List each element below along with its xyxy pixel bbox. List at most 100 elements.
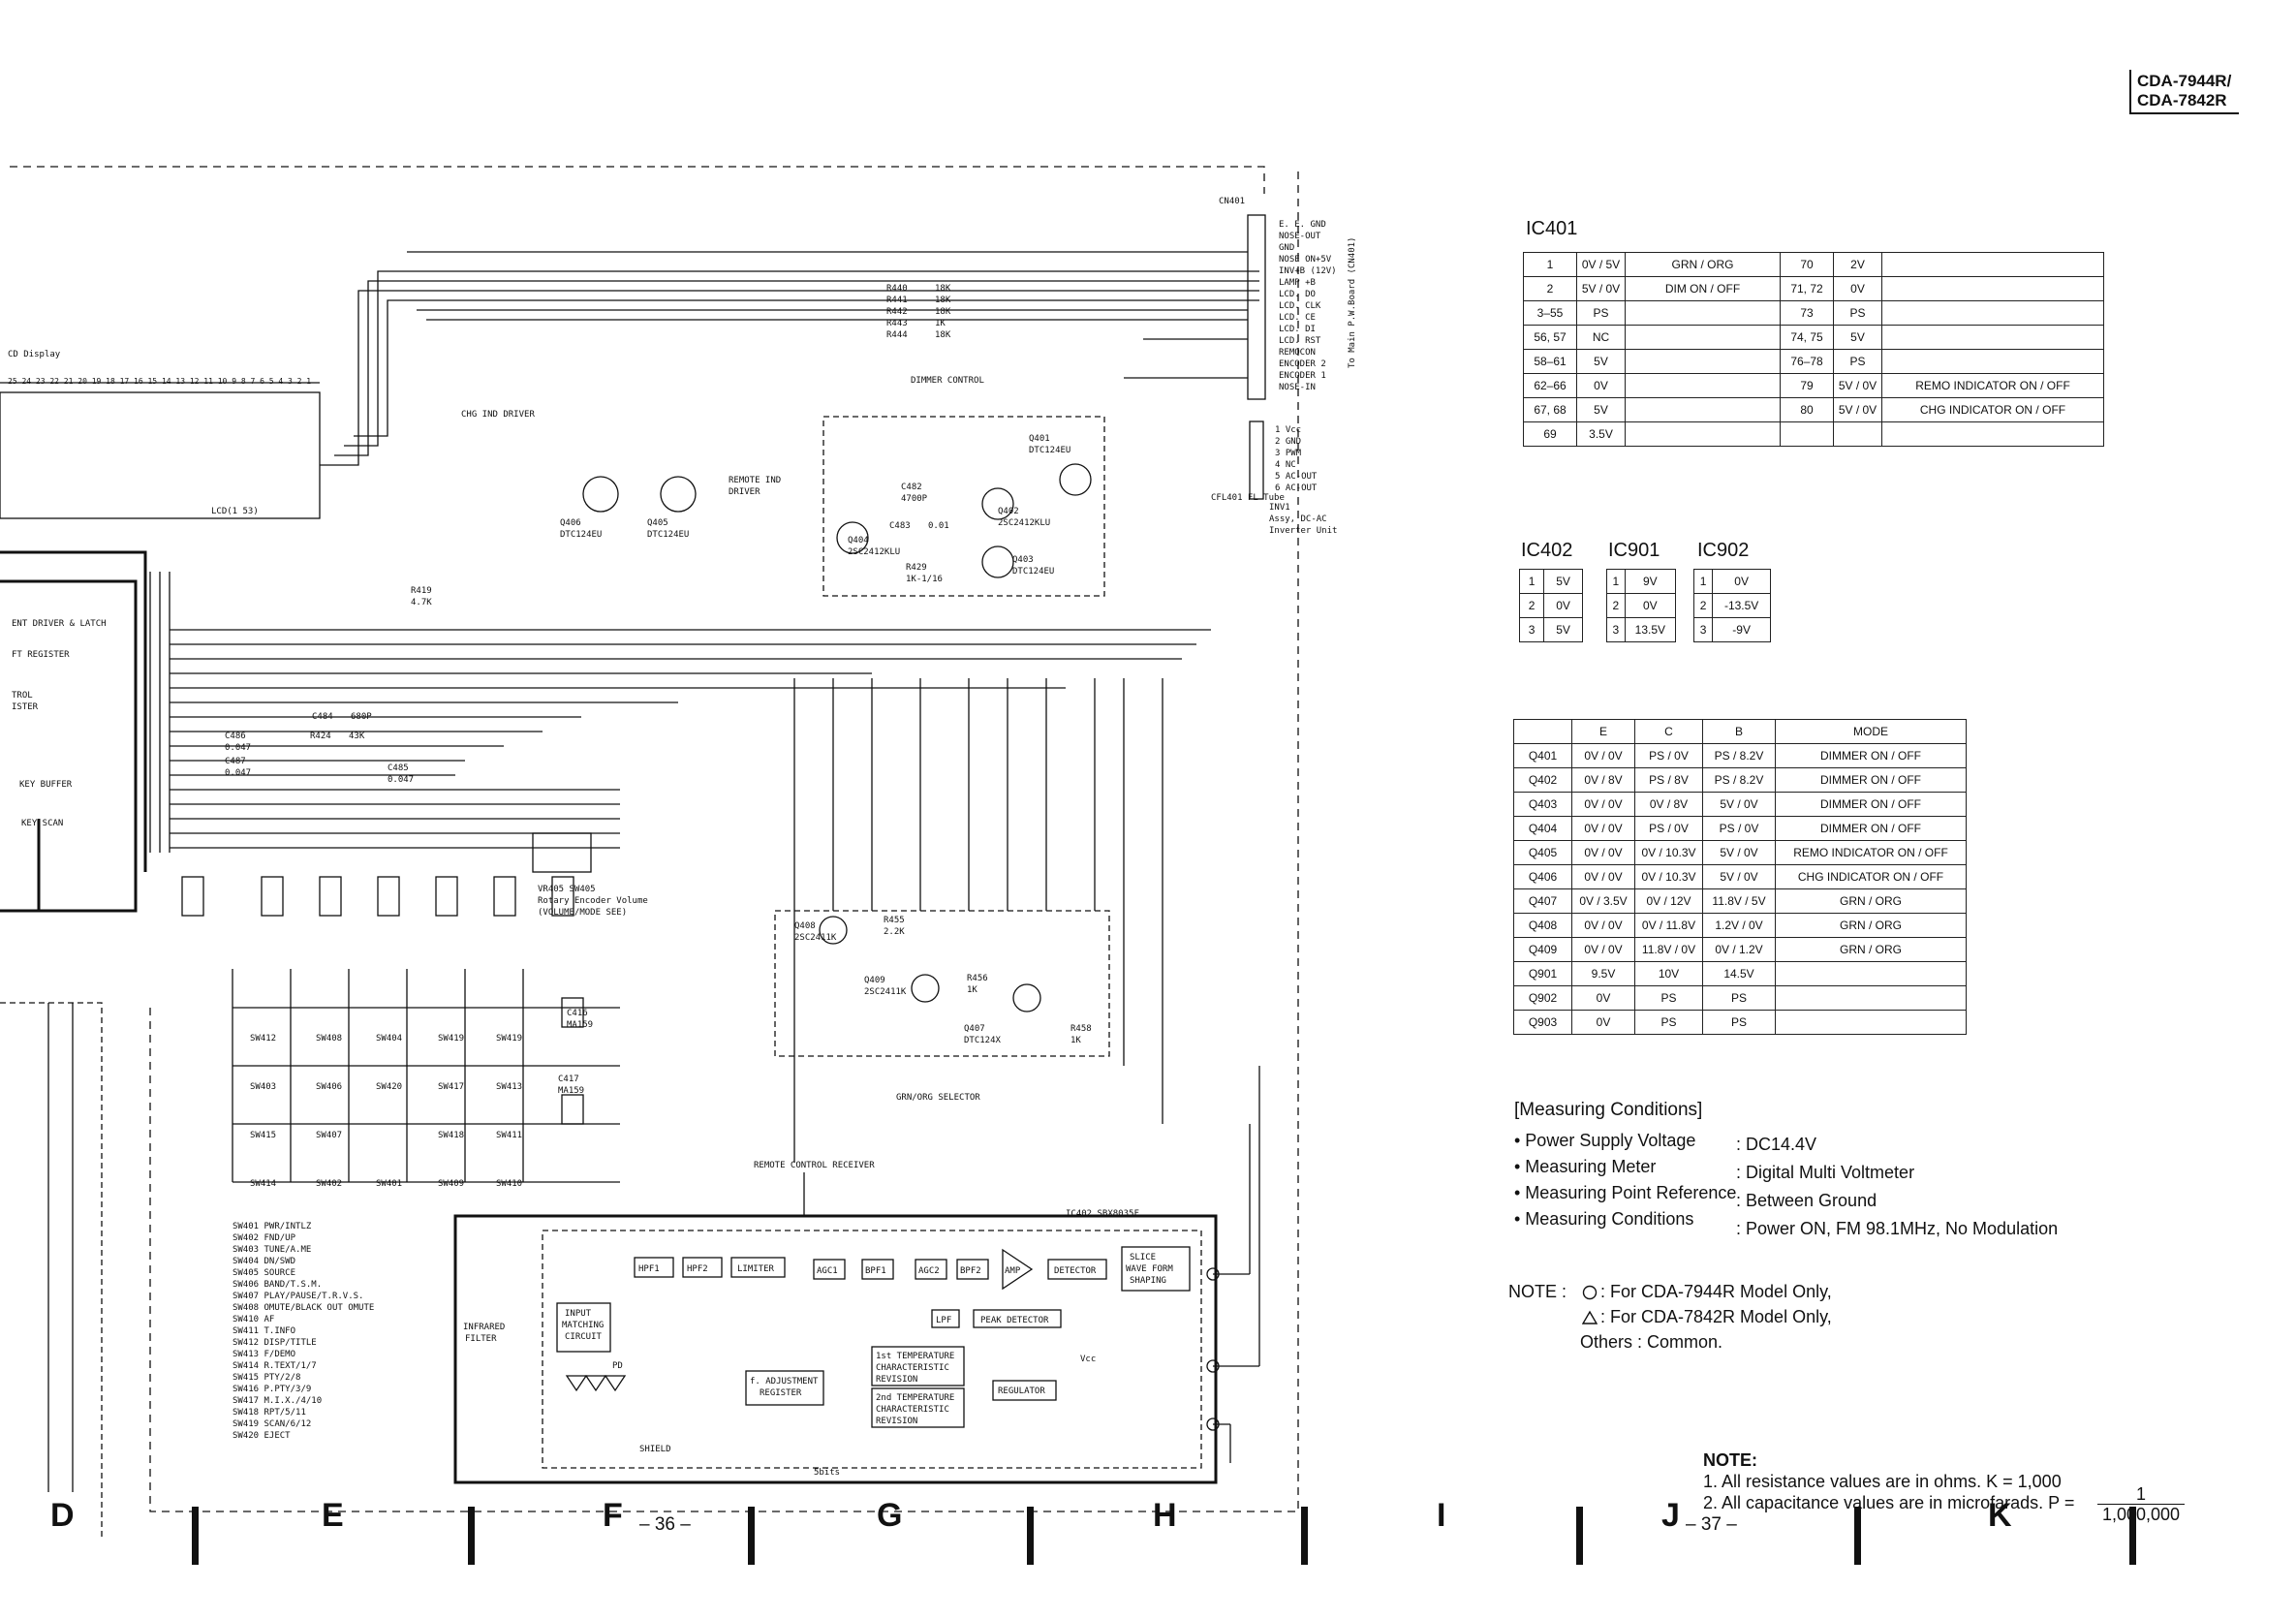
switch-label: SW417 [438, 1082, 464, 1092]
bits-label: 5bits [814, 1468, 840, 1478]
amp-block: AMP [1005, 1266, 1021, 1276]
table-cell: GRN / ORG [1775, 913, 1967, 938]
note1-line2: : For CDA-7842R Model Only, [1600, 1307, 1832, 1326]
cn-pin-label: ENCODER 1 [1279, 371, 1326, 381]
resistor-label: R455 [884, 916, 905, 925]
measuring-item-value: : Digital Multi Voltmeter [1736, 1163, 1915, 1182]
cn-pin-label: LAMP +B [1279, 278, 1316, 288]
capacitor-label: C482 [901, 483, 922, 492]
ic401-title: IC401 [1526, 218, 1578, 239]
transistor-label: DTC124EU [647, 530, 689, 540]
table-cell: 0V [1712, 569, 1771, 594]
table-cell: 5V [1543, 617, 1583, 642]
table-cell: Q402 [1513, 767, 1572, 793]
switch-label: SW403 [250, 1082, 276, 1092]
resistor-value: 18K [935, 296, 951, 305]
switch-function-list: SW401 PWR/INTLZ SW402 FND/UP SW403 TUNE/… [233, 1222, 374, 1441]
table-cell: 0V / 8V [1634, 792, 1703, 817]
inverter-label: Assy, DC-AC [1269, 514, 1327, 524]
cn-pin-label: LCD. DI [1279, 325, 1316, 334]
switch-label: SW409 [438, 1179, 464, 1189]
switch-function: SW401 PWR/INTLZ [233, 1222, 312, 1231]
agc1-block: AGC1 [817, 1266, 838, 1276]
cn-pin-label: GND [1279, 243, 1294, 253]
ic902-title: IC902 [1697, 540, 1750, 561]
table-cell: 80 [1780, 397, 1834, 422]
resistor-label: R419 [411, 586, 432, 596]
encoder-label: Rotary Encoder Volume [538, 896, 648, 906]
table-cell: -9V [1712, 617, 1771, 642]
table-cell: 5V / 0V [1576, 276, 1626, 301]
infrared-filter-label: INFRARED [463, 1323, 505, 1332]
measuring-item-label: • Measuring Meter [1514, 1157, 1657, 1176]
transistor-label: Q403 [1012, 555, 1034, 565]
table-cell [1625, 421, 1781, 447]
input-matching-block: CIRCUIT [565, 1332, 603, 1342]
table-cell: 0V / 0V [1571, 816, 1635, 841]
vcc-label: Vcc [1080, 1355, 1096, 1364]
table-cell: 2 [1523, 276, 1577, 301]
switch-label: SW413 [496, 1082, 522, 1092]
resistor-label: R429 [906, 563, 927, 573]
switch-function: SW407 PLAY/PAUSE/T.R.V.S. [233, 1292, 363, 1301]
table-cell [1881, 252, 2104, 277]
key-matrix [232, 969, 620, 1183]
resistor-value: 1K-1/16 [906, 575, 943, 584]
switch-label: SW415 [250, 1131, 276, 1140]
control-register-label-2: ISTER [12, 702, 39, 712]
resistor-value: 18K [935, 330, 951, 340]
table-cell: B [1702, 719, 1776, 744]
capacitor-label: C484 [312, 712, 333, 722]
table-cell: Q408 [1513, 913, 1572, 938]
table-cell: 5V [1543, 569, 1583, 594]
temp1-block: REVISION [876, 1375, 917, 1385]
table-cell: PS [1702, 985, 1776, 1011]
switch-label: SW410 [496, 1179, 522, 1189]
table-cell: 0V [1624, 593, 1677, 618]
table-cell [1775, 985, 1967, 1011]
table-cell: Q403 [1513, 792, 1572, 817]
capacitor-value: 0.01 [928, 521, 949, 531]
table-cell: Q409 [1513, 937, 1572, 962]
table-cell: 5V / 0V [1702, 864, 1776, 889]
switch-label: SW414 [250, 1179, 276, 1189]
cn-pin-label: INV+B (12V) [1279, 266, 1337, 276]
connector-name-label: CN401 [1219, 197, 1245, 206]
switch-label: SW419 [496, 1034, 522, 1044]
cn-pin-label: NOSE-OUT [1279, 232, 1321, 241]
note1-line3: Others : Common. [1580, 1332, 1723, 1352]
limiter-block: LIMITER [737, 1264, 775, 1274]
table-row: 3-9V [1692, 617, 1771, 642]
regulator-block: REGULATOR [998, 1386, 1045, 1396]
table-cell [1881, 276, 2104, 301]
transistor-label: 2SC2412KLU [848, 547, 900, 557]
diode-label: MA159 [567, 1020, 593, 1030]
transistor-label: Q408 [794, 921, 816, 931]
resistor-value: 1K [1070, 1036, 1081, 1045]
table-cell: REMO INDICATOR ON / OFF [1881, 373, 2104, 398]
table-cell: PS / 8.2V [1702, 767, 1776, 793]
column-label-g: G [877, 1497, 903, 1534]
switch-matrix-labels: SW412 SW408 SW404 SW419 SW419 SW403 SW40… [250, 1034, 522, 1189]
main-board-label: To Main P.W.Board (CN401) [1348, 237, 1357, 368]
table-cell: CHG INDICATOR ON / OFF [1881, 397, 2104, 422]
column-label-f: F [603, 1497, 623, 1534]
diode-label: C417 [558, 1075, 579, 1084]
table-cell: 0V / 8V [1571, 767, 1635, 793]
table-cell: 58–61 [1523, 349, 1577, 374]
diode-label: C416 [567, 1009, 588, 1018]
column-label-k: K [1988, 1497, 2012, 1534]
table-cell: 5V [1576, 349, 1626, 374]
table-cell: 1 [1606, 569, 1626, 594]
schematic-diagram: CD Display 25 24 23 22 21 20 19 18 17 16… [0, 166, 1357, 1541]
infrared-filter-label: FILTER [465, 1334, 497, 1344]
ic402-label: IC402 SBX8035F [1066, 1209, 1139, 1219]
